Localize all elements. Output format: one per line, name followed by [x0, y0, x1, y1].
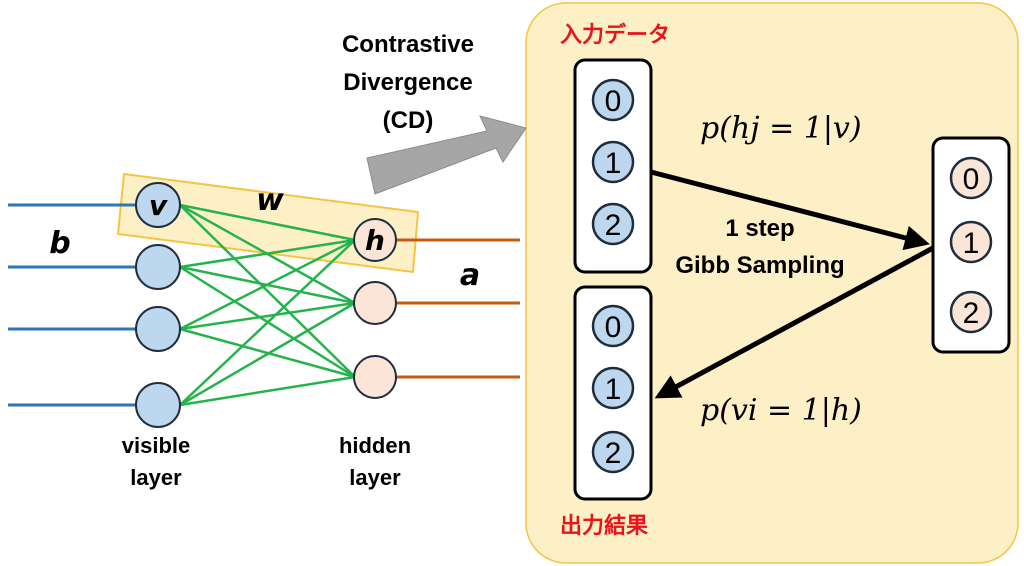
hidden-node	[353, 281, 397, 325]
input-nodes	[591, 78, 635, 246]
input-node-2	[591, 202, 635, 246]
input-data-label: 入力データ	[560, 22, 670, 47]
cd-hidden-node-0-label: 0	[963, 163, 980, 196]
output-result-label: 出力結果	[560, 513, 648, 538]
visible-node-v	[135, 182, 181, 228]
hidden-layer-label-1: hidden	[339, 433, 411, 458]
visible-layer-label-1: visible	[122, 433, 190, 458]
output-node-1-label: 1	[605, 373, 622, 406]
cd-block-arrow	[366, 115, 527, 195]
prob-h-given-v: p(hj = 1|v)	[700, 111, 862, 146]
cd-hidden-node-0	[949, 156, 993, 200]
prob-v-given-h: p(vi = 1|h)	[700, 393, 862, 428]
visible-layer-label-2: layer	[130, 465, 182, 490]
weight-edges	[179, 203, 356, 407]
visible-bias-lines	[8, 203, 140, 407]
gibbs-label-line-2: Gibb Sampling	[675, 252, 844, 279]
input-node-0-label: 0	[605, 85, 622, 118]
weight-label: w	[256, 183, 284, 218]
forward-sampling-arrow	[650, 169, 930, 251]
output-node-1	[591, 366, 635, 410]
output-node-0	[591, 304, 635, 348]
output-node-2-label: 2	[605, 437, 622, 470]
gibbs-label-line-1: 1 step	[725, 215, 794, 242]
input-node-1	[591, 140, 635, 184]
hidden-layer-label-2: layer	[349, 465, 401, 490]
output-nodes	[591, 304, 635, 474]
output-node-2	[591, 430, 635, 474]
cd-hidden-node-2	[949, 290, 993, 334]
backward-sampling-arrow	[654, 245, 935, 399]
input-node-0	[591, 78, 635, 122]
visible-nodes	[135, 182, 181, 428]
hidden-node-letter: h	[365, 224, 385, 257]
cd-hidden-node-2-label: 2	[963, 297, 980, 330]
hidden-node	[353, 355, 397, 399]
hidden-bias-label: a	[460, 258, 480, 293]
input-node-2-label: 2	[605, 209, 622, 242]
hidden-nodes	[353, 218, 397, 399]
input-node-1-label: 1	[605, 147, 622, 180]
hidden-bias-lines	[395, 238, 520, 379]
hidden-node-h	[353, 218, 397, 262]
title-line-3: (CD)	[383, 107, 434, 134]
visible-bias-label: b	[49, 226, 70, 261]
output-node-0-label: 0	[605, 311, 622, 344]
cd-hidden-nodes	[949, 156, 993, 334]
visible-node	[135, 244, 181, 290]
title-line-2: Divergence	[343, 69, 472, 96]
cd-hidden-node-1	[949, 220, 993, 264]
cd-hidden-node-1-label: 1	[963, 227, 980, 260]
visible-node	[135, 306, 181, 352]
visible-node	[135, 382, 181, 428]
title-line-1: Contrastive	[342, 31, 474, 58]
visible-node-letter: v	[149, 189, 168, 222]
